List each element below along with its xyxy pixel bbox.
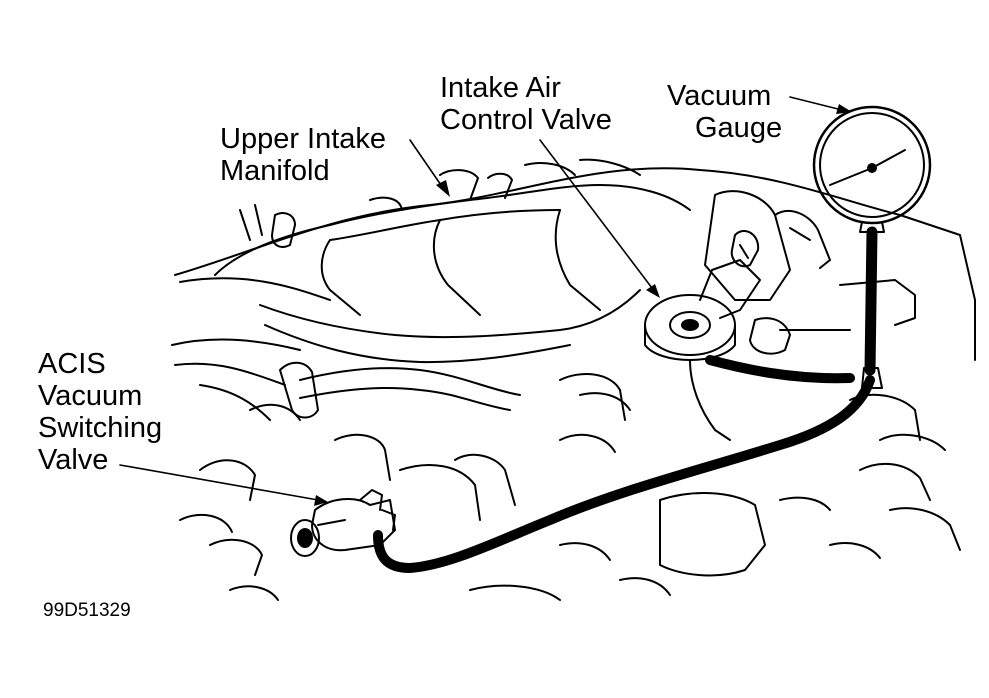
arrowhead-gauge	[836, 104, 852, 114]
leader-line-manifold	[409, 139, 444, 189]
upper-vacuum-hose	[705, 355, 855, 384]
arrowhead-manifold	[436, 180, 450, 197]
engine-bay-outline	[174, 167, 976, 361]
figure-id: 99D51329	[43, 600, 131, 621]
intake-air-control-valve	[644, 190, 831, 361]
leader-line-control-valve	[539, 139, 656, 293]
leader-line-gauge	[789, 96, 843, 111]
label-upper-intake-manifold: Upper Intake Manifold	[220, 123, 387, 187]
arrowhead-acis	[314, 495, 328, 506]
label-vacuum-gauge: Vacuum Gauge	[667, 80, 783, 144]
label-intake-air-control-valve: Intake Air Control Valve	[440, 72, 612, 136]
lower-vacuum-hose	[373, 375, 875, 573]
leader-line-acis	[119, 464, 319, 501]
gauge-stem-hose	[864, 226, 878, 376]
acis-vacuum-switching-valve	[290, 489, 396, 557]
upper-intake-manifold	[214, 158, 691, 364]
label-acis-vacuum-switching-valve: ACIS Vacuum Switching Valve	[38, 348, 163, 476]
vacuum-gauge	[812, 105, 932, 233]
arrowhead-control-valve	[646, 284, 660, 298]
